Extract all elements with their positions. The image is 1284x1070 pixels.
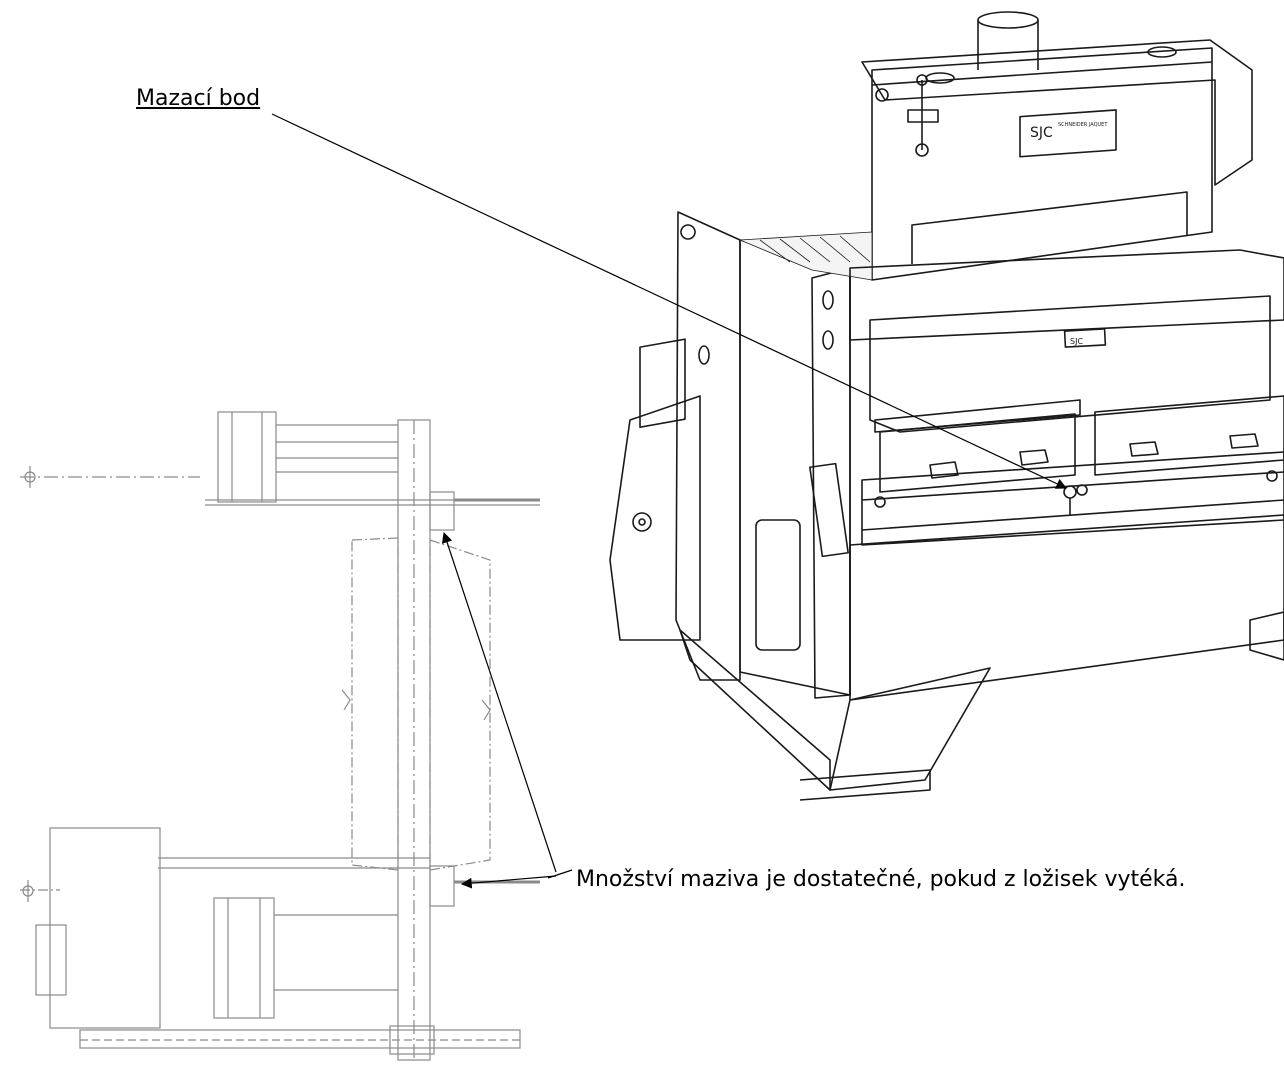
lower-bearing (429, 865, 455, 907)
callouts (271, 113, 1067, 889)
svg-text:SJC: SJC (1070, 337, 1083, 346)
top-hood-back (861, 39, 1253, 186)
svg-text:SJC: SJC (1030, 125, 1053, 141)
hood-front (869, 295, 1271, 433)
foot-right (1249, 611, 1284, 661)
shaft-bearing-technical-drawing (20, 411, 540, 1061)
door-left (879, 413, 1076, 493)
centerline-marker-lower (22, 880, 34, 902)
lubrication-point-label: Mazací bod (136, 86, 261, 111)
screen-grid (739, 231, 873, 281)
top-box (871, 47, 1213, 281)
rotor-blade (351, 537, 399, 871)
lubrication-point-leader (271, 113, 1067, 489)
foot-left (679, 629, 831, 791)
base-plate (79, 1029, 521, 1049)
door-right (1094, 395, 1284, 476)
name-plate: SJC SCHNEIDER JAQUET (1019, 109, 1117, 158)
drive-motor (49, 827, 161, 1029)
upper-bearing (429, 491, 455, 531)
grease-note-arrow-lower (460, 875, 557, 889)
hopper (829, 667, 991, 791)
left-column (675, 211, 741, 681)
main-body-top (849, 249, 1284, 341)
inlet-pipe (977, 11, 1039, 70)
lubrication-fitting (1063, 484, 1088, 515)
lower-frame (861, 451, 1284, 546)
centerline-marker (24, 466, 36, 488)
side-chute (609, 395, 701, 641)
grease-note-arrow-upper (441, 531, 557, 873)
grease-quantity-note: Množství maziva je dostatečné, pokud z l… (576, 867, 1186, 892)
base-body (849, 514, 1284, 701)
upper-pulley (217, 411, 277, 503)
svg-text:SCHNEIDER JAQUET: SCHNEIDER JAQUET (1058, 122, 1108, 128)
lower-pulley (213, 897, 275, 1019)
machine-isometric-drawing: SJC SCHNEIDER JAQUET SJC (609, 11, 1284, 801)
